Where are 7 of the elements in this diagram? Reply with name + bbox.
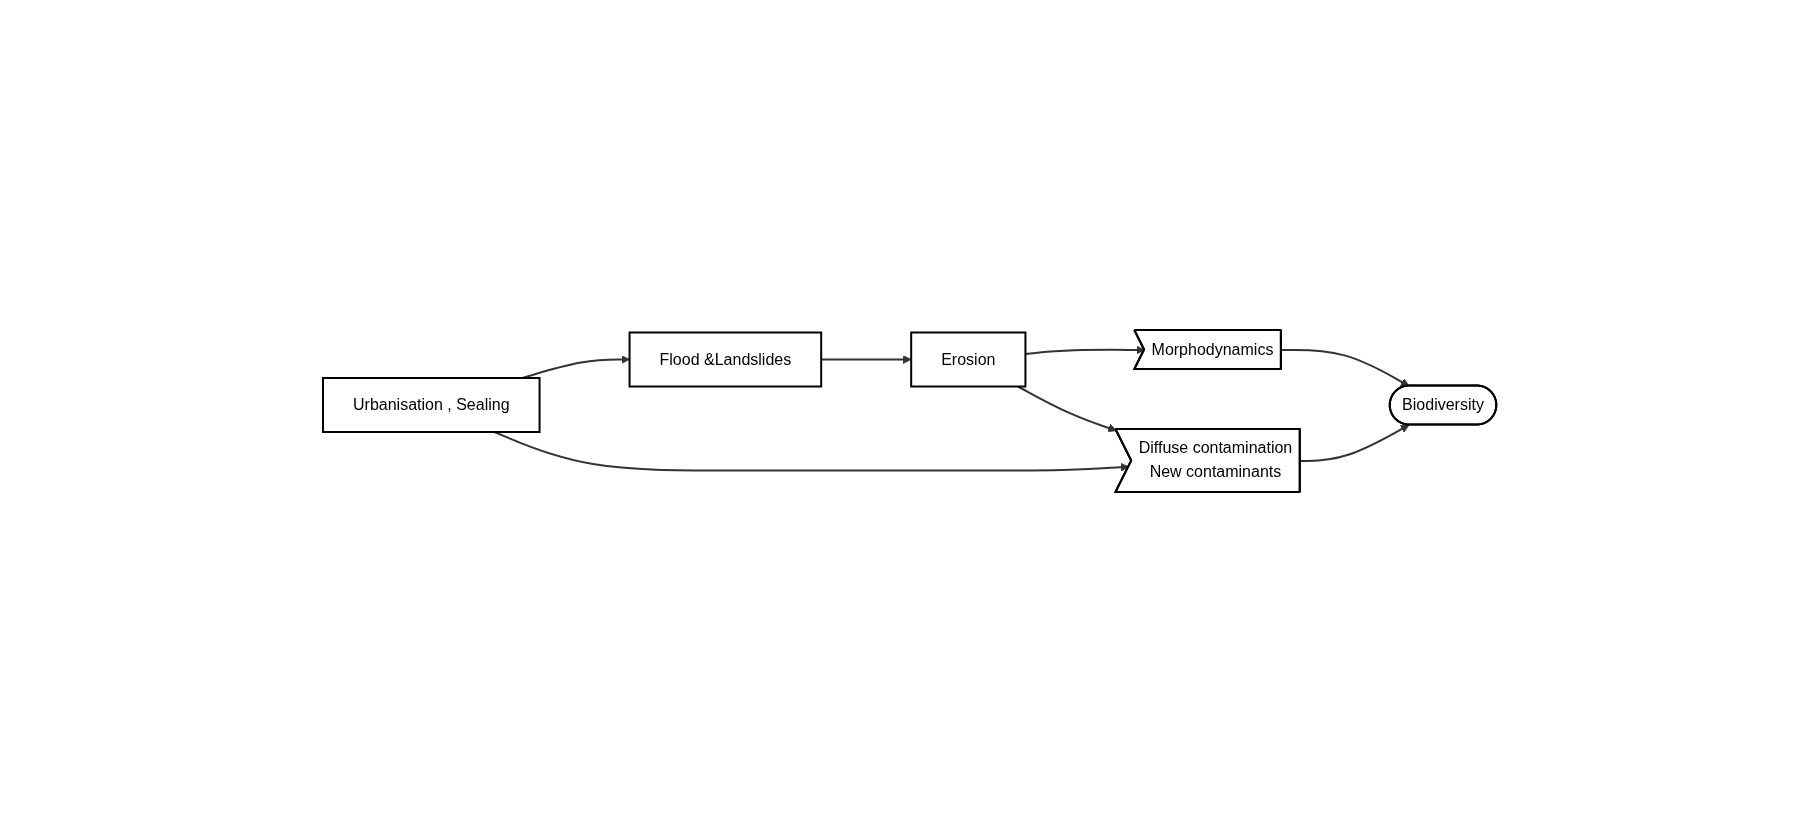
node-box: Erosion [910,331,1027,388]
arrow [1017,385,1118,433]
arrow [1299,424,1410,462]
node-box: Urbanisation , Sealing [322,377,541,433]
arrow [493,431,1130,472]
arrow [1280,348,1410,387]
node-box: Flood &Landslides [628,331,823,388]
